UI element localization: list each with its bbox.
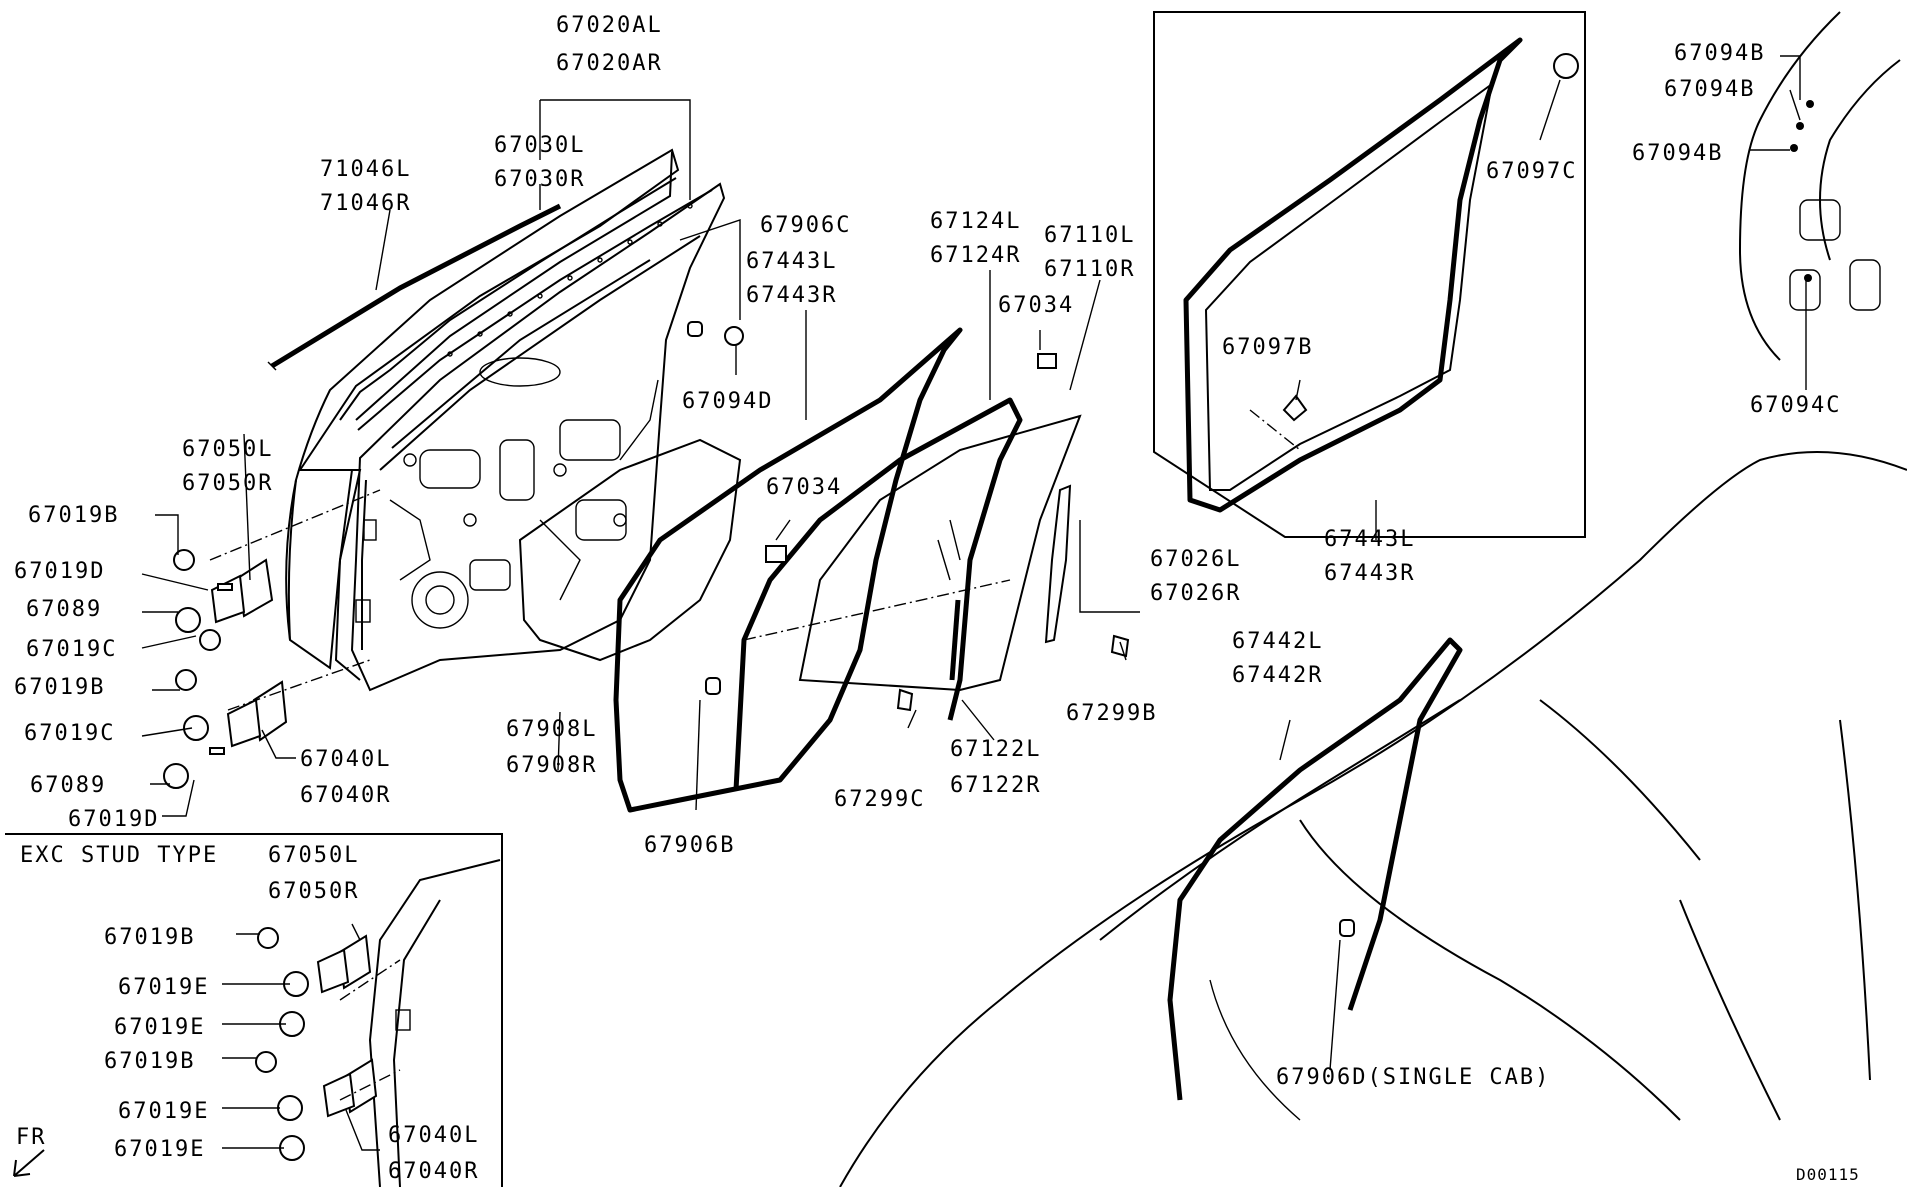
belt-molding-71046 [270, 203, 562, 369]
label-67124R: 67124R [930, 243, 1021, 268]
clip-67034-upper [1037, 353, 1057, 369]
label-67019B-exc-1: 67019B [104, 925, 195, 950]
door-panel-drawing [285, 148, 726, 692]
label-67443L-body: 67443L [1324, 527, 1415, 552]
label-67019C-2: 67019C [24, 721, 115, 746]
label-67019B-1: 67019B [28, 503, 119, 528]
label-71046R: 71046R [320, 191, 411, 216]
drawing-code: D00115 [1796, 1165, 1860, 1184]
door-frame-67030 [355, 151, 673, 421]
label-67019D-1: 67019D [14, 559, 105, 584]
exc-stud-hinges [255, 859, 501, 1188]
label-67094D: 67094D [682, 389, 773, 414]
label-67906D-single-cab: 67906D(SINGLE CAB) [1276, 1065, 1550, 1090]
label-67050R: 67050R [182, 471, 273, 496]
label-71046L: 71046L [320, 157, 411, 182]
clip-67034-lower [765, 545, 787, 563]
label-67050L-exc: 67050L [268, 843, 359, 868]
label-67019E-exc-3: 67019E [118, 1099, 209, 1124]
label-67026R: 67026R [1150, 581, 1241, 606]
label-67020AR: 67020AR [556, 51, 663, 76]
bolt-67299B [1110, 634, 1130, 658]
label-67019B-exc-2: 67019B [104, 1049, 195, 1074]
label-67034-lower: 67034 [766, 475, 842, 500]
label-67030R: 67030R [494, 167, 585, 192]
label-67443R-body: 67443R [1324, 561, 1415, 586]
label-67050L: 67050L [182, 437, 273, 462]
door-glass-67110 [798, 414, 1082, 692]
label-exc-stud-type: EXC STUD TYPE [20, 843, 218, 868]
label-67089-2: 67089 [30, 773, 106, 798]
label-67094B-3: 67094B [1632, 141, 1723, 166]
leader-lines [141, 55, 1807, 1151]
label-67442R: 67442R [1232, 663, 1323, 688]
regulator-rail-67026 [1044, 484, 1072, 644]
label-67906C: 67906C [760, 213, 851, 238]
weatherstrip-67442 [1167, 637, 1463, 1101]
lower-hinge-67040 [163, 669, 288, 789]
label-67050R-exc: 67050R [268, 879, 359, 904]
part-labels: 67020AL 67020AR 67030L 67030R 71046L 710… [14, 13, 1860, 1184]
clip-67906C [687, 321, 703, 337]
sealing-sheet-67908 [518, 438, 742, 662]
label-67908L: 67908L [506, 717, 597, 742]
label-67040L-exc: 67040L [388, 1123, 479, 1148]
label-67019E-exc-4: 67019E [114, 1137, 205, 1162]
label-67019E-exc-2: 67019E [114, 1015, 205, 1040]
label-67034-upper: 67034 [998, 293, 1074, 318]
label-67442L: 67442L [1232, 629, 1323, 654]
label-67019B-2: 67019B [14, 675, 105, 700]
clip-67906B [705, 677, 721, 695]
exc-stud-inset-frame [5, 833, 503, 1187]
label-67019E-exc-1: 67019E [118, 975, 209, 1000]
label-67020AL: 67020AL [556, 13, 663, 38]
label-67094C: 67094C [1750, 393, 1841, 418]
label-67124L: 67124L [930, 209, 1021, 234]
label-67299C: 67299C [834, 787, 925, 812]
label-67110L: 67110L [1044, 223, 1135, 248]
label-67122R: 67122R [950, 773, 1041, 798]
label-67110R: 67110R [1044, 257, 1135, 282]
label-67299B: 67299B [1066, 701, 1157, 726]
label-67030L: 67030L [494, 133, 585, 158]
label-67908R: 67908R [506, 753, 597, 778]
body-pillar-67094 [1738, 11, 1901, 361]
label-67906B: 67906B [644, 833, 735, 858]
label-67094B-1: 67094B [1674, 41, 1765, 66]
weatherstrip-inset-frame [1153, 11, 1586, 538]
upper-hinge-67050 [173, 549, 274, 651]
label-67443L-door: 67443L [746, 249, 837, 274]
label-67443R-door: 67443R [746, 283, 837, 308]
door-weatherstrip-67443 [613, 327, 963, 813]
label-67094B-2: 67094B [1664, 77, 1755, 102]
label-67097C: 67097C [1486, 159, 1577, 184]
label-67040R: 67040R [300, 783, 391, 808]
inset-body-weatherstrip [1183, 37, 1579, 513]
label-67026L: 67026L [1150, 547, 1241, 572]
sash-67122 [949, 599, 961, 681]
bolt-67299C [896, 688, 914, 712]
center-lines [209, 409, 1301, 1101]
label-67040R-exc: 67040R [388, 1159, 479, 1184]
label-67019D-2: 67019D [68, 807, 159, 832]
label-front-direction: FR [16, 1125, 47, 1150]
label-67040L: 67040L [300, 747, 391, 772]
label-67089-1: 67089 [26, 597, 102, 622]
vehicle-body-outline [839, 451, 1907, 1188]
front-direction-arrow-icon [13, 1149, 45, 1177]
clip-67906D [1339, 919, 1355, 937]
label-67019C-1: 67019C [26, 637, 117, 662]
label-67122L: 67122L [950, 737, 1041, 762]
label-67097B: 67097B [1222, 335, 1313, 360]
run-channel-67124 [733, 397, 1023, 791]
grommet-67094D [724, 326, 744, 346]
